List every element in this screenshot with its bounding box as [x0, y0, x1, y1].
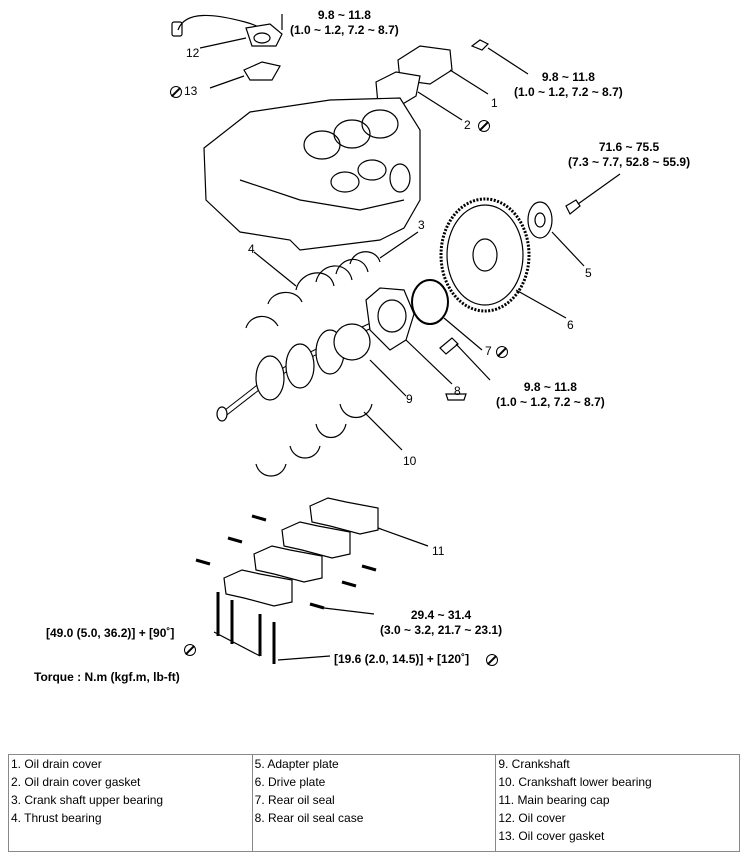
part-number-7: 7 [485, 344, 492, 358]
legend-item: 8. Rear oil seal case [254, 811, 364, 825]
cylinder-block-part [203, 97, 421, 251]
torque-callout-oil-cover: 9.8 ~ 11.8 (1.0 ~ 1.2, 7.2 ~ 8.7) [290, 8, 399, 38]
torque-callout-seal-case: 9.8 ~ 11.8 (1.0 ~ 1.2, 7.2 ~ 8.7) [496, 380, 605, 410]
torque-callout-adapter-plate: 71.6 ~ 75.5 (7.3 ~ 7.7, 52.8 ~ 55.9) [568, 140, 690, 170]
legend-item: 1. Oil drain cover [11, 757, 102, 771]
part-number-10: 10 [403, 454, 417, 468]
main-bearing-long-bolts-part [213, 592, 331, 664]
torque-callout-bearing-cap: 29.4 ~ 31.4 (3.0 ~ 3.2, 21.7 ~ 23.1) [380, 608, 502, 638]
torque-callout-line1: 9.8 ~ 11.8 [317, 8, 371, 22]
legend-item: 4. Thrust bearing [11, 811, 102, 825]
torque-callout-line1: 71.6 ~ 75.5 [598, 140, 660, 154]
torque-callout-oil-drain-cover: 9.8 ~ 11.8 (1.0 ~ 1.2, 7.2 ~ 8.7) [514, 70, 623, 100]
crankshaft-upper-bearings-part [245, 231, 419, 329]
part-number-9: 9 [406, 392, 413, 406]
legend-item: 2. Oil drain cover gasket [11, 775, 141, 789]
no-reuse-icon [496, 344, 508, 358]
oil-cover-part [171, 14, 283, 49]
torque-callout-line2: (1.0 ~ 1.2, 7.2 ~ 8.7) [496, 395, 605, 409]
part-number-8: 8 [454, 384, 461, 398]
main-bearing-caps-part [195, 497, 429, 615]
no-reuse-icon [478, 118, 490, 132]
legend-column-2: 5. Adapter plate 6. Drive plate 7. Rear … [251, 754, 497, 852]
part-number-1: 1 [491, 96, 498, 110]
legend-item: 13. Oil cover gasket [498, 829, 605, 843]
torque-callout-line2: (7.3 ~ 7.7, 52.8 ~ 55.9) [568, 155, 691, 169]
no-reuse-icon [170, 84, 182, 98]
part-number-5: 5 [585, 266, 592, 280]
no-reuse-icon [184, 642, 196, 656]
exploded-engine-diagram [171, 14, 621, 664]
part-number-2: 2 [464, 118, 471, 132]
part-number-11: 11 [432, 544, 445, 558]
legend-item: 7. Rear oil seal [254, 793, 335, 807]
torque-callout-line2: (3.0 ~ 3.2, 21.7 ~ 23.1) [380, 623, 503, 637]
part-number-13: 13 [184, 84, 198, 98]
legend-item: 3. Crank shaft upper bearing [11, 793, 164, 807]
torque-unit-label: Torque : N.m (kgf.m, lb-ft) [34, 670, 180, 684]
legend-item: 12. Oil cover [498, 811, 566, 825]
no-reuse-icon [486, 652, 498, 666]
torque-callout-bolt-b: [19.6 (2.0, 14.5)] + [120˚] [334, 652, 470, 666]
parts-legend-table: 1. Oil drain cover 2. Oil drain cover ga… [8, 754, 740, 852]
crankshaft-part [216, 323, 407, 422]
torque-callout-line1: 9.8 ~ 11.8 [523, 380, 577, 394]
part-number-4: 4 [248, 242, 255, 256]
torque-callout-bolt-a: [49.0 (5.0, 36.2)] + [90˚] [46, 626, 175, 640]
legend-item: 5. Adapter plate [254, 757, 339, 771]
crankshaft-lower-bearings-part [255, 403, 403, 477]
legend-item: 9. Crankshaft [498, 757, 570, 771]
legend-item: 6. Drive plate [254, 775, 326, 789]
seal-case-bolt-part [439, 337, 459, 355]
part-number-12: 12 [186, 46, 200, 60]
part-number-6: 6 [567, 318, 574, 332]
torque-callout-line2: (1.0 ~ 1.2, 7.2 ~ 8.7) [514, 85, 623, 99]
oil-cover-gasket-part [209, 61, 281, 89]
legend-item: 10. Crankshaft lower bearing [498, 775, 652, 789]
legend-column-1: 1. Oil drain cover 2. Oil drain cover ga… [8, 754, 253, 852]
legend-item: 11. Main bearing cap [498, 793, 610, 807]
drive-plate-part [439, 197, 567, 319]
torque-callout-line1: 9.8 ~ 11.8 [541, 70, 595, 84]
torque-callout-line2: (1.0 ~ 1.2, 7.2 ~ 8.7) [290, 23, 399, 37]
part-number-3: 3 [418, 218, 425, 232]
torque-callout-line1: 29.4 ~ 31.4 [410, 608, 472, 622]
rear-oil-seal-part [411, 279, 483, 351]
adapter-plate-part [527, 173, 621, 267]
rear-oil-seal-case-part [365, 287, 467, 401]
legend-column-3: 9. Crankshaft 10. Crankshaft lower beari… [495, 754, 740, 852]
